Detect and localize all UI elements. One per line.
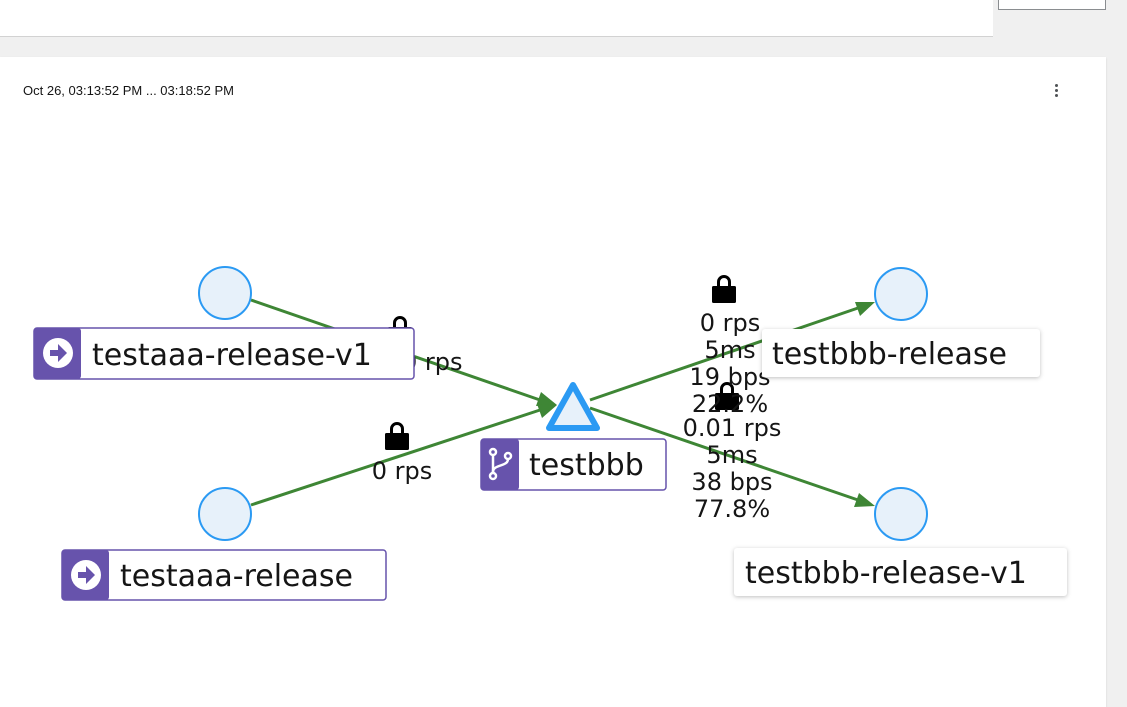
node-label-testbbb[interactable]: testbbb bbox=[480, 438, 667, 491]
edge-label-throughput: 38 bps bbox=[691, 468, 772, 496]
edge-label-percent: 77.8% bbox=[694, 495, 770, 523]
edge-label-rps: 0 rps bbox=[700, 309, 761, 337]
node-label-testbbb-release-v1[interactable]: testbbb-release-v1 bbox=[734, 548, 1067, 596]
node-label-text: testbbb-release bbox=[772, 337, 1007, 372]
edge-testbbb-to-testbbb-release-v1[interactable] bbox=[589, 406, 875, 507]
top-bar bbox=[0, 0, 993, 37]
node-label-testbbb-release[interactable]: testbbb-release bbox=[762, 329, 1040, 377]
node-label-text: testaaa-release-v1 bbox=[92, 338, 372, 373]
edge-testaaa-release-to-testbbb[interactable] bbox=[250, 404, 557, 507]
node-label-text: testaaa-release bbox=[120, 559, 353, 594]
node-label-text: testbbb-release-v1 bbox=[745, 556, 1027, 591]
service-node-testbbb[interactable] bbox=[546, 382, 600, 431]
edge-testbbb-to-testbbb-release[interactable] bbox=[589, 302, 875, 402]
workload-node-testbbb-release-v1[interactable] bbox=[874, 487, 928, 541]
edge-label-latency: 5ms bbox=[706, 441, 757, 469]
edge-label-rps: 0.01 rps bbox=[683, 414, 782, 442]
code-branch-icon bbox=[488, 447, 513, 481]
lock-icon bbox=[385, 422, 409, 450]
edge-label-throughput: 19 bps bbox=[689, 363, 770, 391]
edge-label-rps: 0 rps bbox=[372, 457, 433, 485]
lock-icon bbox=[712, 275, 736, 303]
workload-node-testbbb-release[interactable] bbox=[874, 267, 928, 321]
node-label-testaaa-release[interactable]: testaaa-release bbox=[61, 549, 387, 601]
edge-label-latency: 5ms bbox=[704, 336, 755, 364]
node-label-testaaa-release-v1[interactable]: testaaa-release-v1 bbox=[33, 327, 415, 380]
workload-node-testaaa-release[interactable] bbox=[198, 487, 252, 541]
top-input[interactable] bbox=[998, 0, 1106, 10]
arrow-circle-icon bbox=[71, 560, 101, 590]
node-label-text: testbbb bbox=[529, 448, 644, 483]
workload-node-testaaa-release-v1[interactable] bbox=[198, 266, 252, 320]
arrow-circle-icon bbox=[43, 338, 73, 368]
edge-label-percent: 22.2% bbox=[692, 390, 768, 418]
kebab-menu-icon[interactable] bbox=[1048, 83, 1064, 101]
time-range-label: Oct 26, 03:13:52 PM ... 03:18:52 PM bbox=[23, 83, 235, 98]
